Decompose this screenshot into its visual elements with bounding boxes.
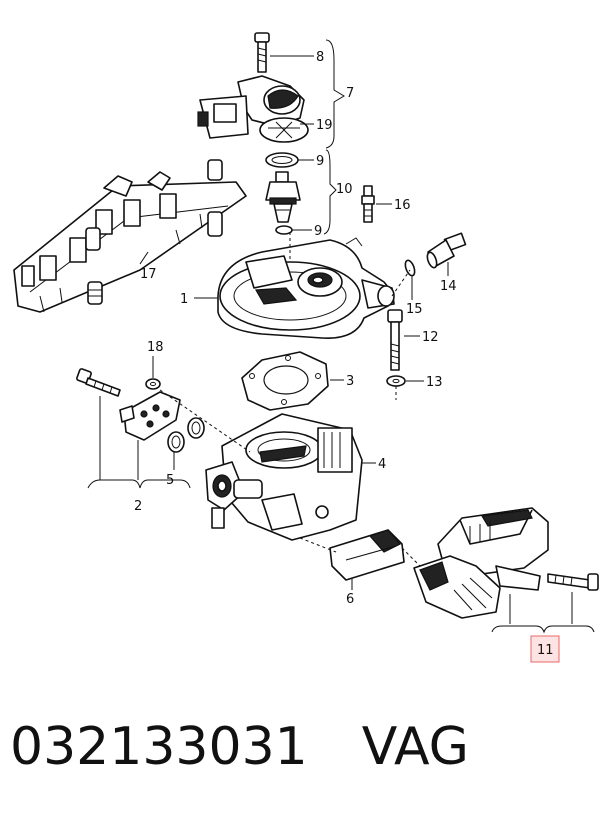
part-3-gasket: [241, 351, 329, 411]
callout-17: 17: [140, 267, 157, 282]
part-16-nozzle: [361, 185, 375, 223]
part-1-housing: [217, 232, 395, 339]
callout-12: 12: [422, 330, 439, 345]
part-7-cover: [197, 75, 305, 139]
callout-5: 5: [166, 473, 174, 488]
callout-9-upper: 9: [316, 154, 324, 169]
part-15-washer: [404, 259, 416, 277]
part-caption: 032133031 VAG: [10, 712, 469, 782]
brand-name: VAG: [361, 717, 469, 777]
callout-4: 4: [378, 457, 386, 472]
part-10-injector: [265, 171, 301, 223]
callout-7: 7: [346, 86, 354, 101]
exploded-parts-diagram: 8 7 19 9 10 9 16 14 15 12 13 3 4 1 17 18…: [13, 32, 599, 663]
part-4-throttle-body: [205, 413, 363, 541]
part-11-screw: [547, 573, 599, 591]
part-2-assembly: [76, 368, 181, 441]
callout-2: 2: [134, 499, 142, 514]
part-9-oring-upper: [265, 152, 299, 168]
part-17-fuel-rail: [13, 159, 247, 313]
callout-19: 19: [316, 118, 333, 133]
part-12-screw: [387, 309, 403, 371]
part-14-sensor: [426, 232, 467, 269]
callout-18: 18: [147, 340, 164, 355]
part-number: 032133031: [10, 717, 308, 777]
callout-8: 8: [316, 50, 324, 65]
callout-1: 1: [180, 292, 188, 307]
callout-11: 11: [537, 643, 554, 658]
callout-16: 16: [394, 198, 411, 213]
callout-13: 13: [426, 375, 443, 390]
callout-11-highlight: 11: [530, 635, 560, 663]
part-5-orings: [167, 417, 205, 453]
part-18-nut: [145, 378, 161, 390]
callout-3: 3: [346, 374, 354, 389]
part-11-actuator: [413, 507, 549, 619]
callout-10: 10: [336, 182, 353, 197]
callout-6: 6: [346, 592, 354, 607]
callout-15: 15: [406, 302, 423, 317]
callout-14: 14: [440, 279, 457, 294]
part-8-screw: [254, 32, 270, 73]
callout-9-lower: 9: [314, 224, 322, 239]
part-6-seal: [329, 529, 405, 581]
part-19-plate: [259, 117, 309, 143]
part-13-washer: [386, 375, 406, 387]
